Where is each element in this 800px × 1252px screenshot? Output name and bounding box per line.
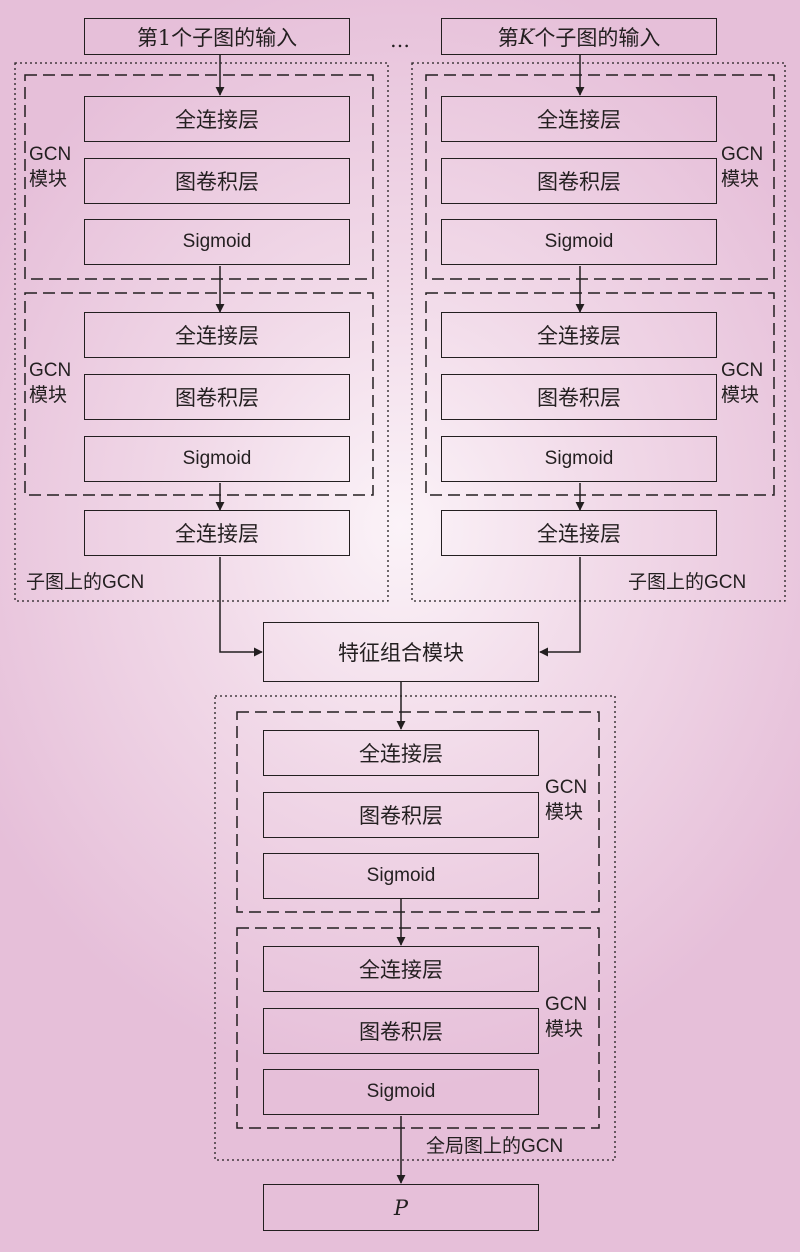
left-gcn-module-1: [24, 74, 374, 280]
global-gcn-module-1: [236, 711, 600, 913]
global-gconv-layer-1: 图卷积层: [263, 792, 539, 838]
global-gconv-layer-2: 图卷积层: [263, 1008, 539, 1054]
left-fc-layer-1: 全连接层: [84, 96, 350, 142]
global-fc-layer-1: 全连接层: [263, 730, 539, 776]
kth-variable: K: [518, 24, 535, 49]
ellipsis: …: [390, 28, 410, 52]
left-sigmoid-layer-2: Sigmoid: [84, 436, 350, 482]
left-subgraph-gcn-label: 子图上的GCN: [26, 571, 145, 593]
right-gconv-layer-2: 图卷积层: [441, 374, 717, 420]
input-first-subgraph: 第1个子图的输入: [84, 18, 350, 55]
global-fc-layer-2: 全连接层: [263, 946, 539, 992]
left-gconv-layer-2: 图卷积层: [84, 374, 350, 420]
global-gcn-container: [214, 695, 616, 1161]
right-sigmoid-layer-1: Sigmoid: [441, 219, 717, 265]
global-gcn-module-2: [236, 927, 600, 1129]
global-gcn-label: 全局图上的GCN: [426, 1135, 564, 1157]
global-sigmoid-layer-2: Sigmoid: [263, 1069, 539, 1115]
left-gconv-layer-1: 图卷积层: [84, 158, 350, 204]
right-gcn-module-1: [425, 74, 775, 280]
left-fc-layer-final: 全连接层: [84, 510, 350, 556]
right-sigmoid-layer-2: Sigmoid: [441, 436, 717, 482]
output-box: P: [263, 1184, 539, 1231]
right-subgraph-gcn-container: [411, 62, 786, 602]
left-sigmoid-layer-1: Sigmoid: [84, 219, 350, 265]
right-fc-layer-final: 全连接层: [441, 510, 717, 556]
right-fc-layer-1: 全连接层: [441, 96, 717, 142]
right-gcn-module-2: [425, 292, 775, 496]
arrow-left-to-combine: [219, 557, 263, 657]
left-subgraph-gcn-container: [14, 62, 389, 602]
left-fc-layer-2: 全连接层: [84, 312, 350, 358]
kth-suffix: 个子图的输入: [534, 25, 661, 50]
kth-prefix: 第: [497, 25, 519, 50]
left-gcn-module-2: [24, 292, 374, 496]
global-sigmoid-layer-1: Sigmoid: [263, 853, 539, 899]
feature-combine-module: 特征组合模块: [263, 622, 539, 682]
arrow-right-to-combine: [539, 557, 581, 657]
right-fc-layer-2: 全连接层: [441, 312, 717, 358]
right-gconv-layer-1: 图卷积层: [441, 158, 717, 204]
right-subgraph-gcn-label: 子图上的GCN: [628, 571, 747, 593]
